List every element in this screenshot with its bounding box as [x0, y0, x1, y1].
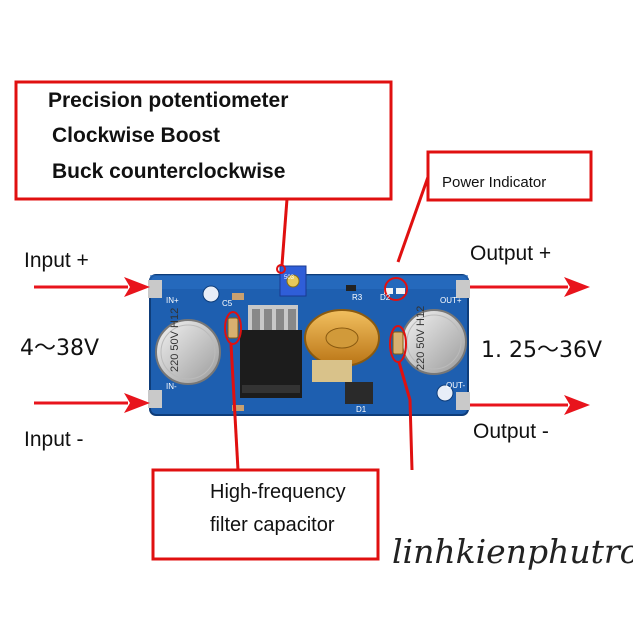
left-capacitor-leader: [229, 343, 240, 471]
board-d1: D1: [356, 405, 367, 414]
output-capacitor: [401, 309, 467, 375]
power-indicator-callout-box: [426, 150, 593, 202]
potentiometer-callout-line-1: Precision potentiometer: [48, 89, 289, 112]
right-capacitor-ring: [389, 325, 407, 363]
left-capacitor-ring: [224, 311, 242, 345]
capacitor-callout-line-2: filter capacitor: [210, 514, 335, 536]
output-minus-arrow: [470, 395, 590, 415]
potentiometer-pointer: [276, 264, 286, 274]
watermark: linhkienphutro: [392, 532, 633, 571]
output-plus-arrow: [470, 277, 590, 297]
potentiometer-leader-line: [280, 198, 289, 266]
left-cap-marking: 220 50V H12: [169, 308, 181, 372]
right-capacitor-leader: [397, 361, 414, 471]
board-out-plus: OUT+: [440, 296, 462, 305]
board-d2: D2: [380, 293, 391, 302]
board-c5: C5: [222, 299, 233, 308]
filter-capacitor-right: [392, 331, 404, 355]
input-minus-label: Input -: [24, 428, 84, 451]
board-in-plus: IN+: [166, 296, 179, 305]
diode-d1: [345, 382, 373, 404]
capacitor-callout-box: [151, 468, 380, 561]
potentiometer-callout-line-3: Buck counterclockwise: [52, 160, 286, 183]
input-range-label: 4～38V: [20, 336, 100, 361]
toroid-inductor: [304, 309, 380, 367]
pot-code: 503: [284, 275, 295, 281]
input-minus-arrow: [34, 393, 150, 413]
input-plus-label: Input +: [24, 249, 89, 272]
capacitor-callout-line-1: High-frequency: [210, 481, 346, 503]
board-out-minus: OUT-: [446, 381, 465, 390]
power-indicator-leader-line: [396, 176, 430, 263]
solder-pads: [312, 360, 352, 382]
output-plus-label: Output +: [470, 242, 552, 265]
right-cap-marking: 220 50V H12: [415, 306, 427, 370]
output-minus-label: Output -: [473, 420, 549, 443]
power-indicator-label: Power Indicator: [442, 174, 547, 191]
input-plus-arrow: [34, 277, 150, 297]
output-range-label: 1. 25～36V: [481, 338, 603, 363]
board-in-minus: IN-: [166, 382, 177, 391]
regulator-chip: [240, 305, 302, 398]
smd-components: [232, 285, 356, 411]
potentiometer-callout-box: [14, 80, 393, 201]
power-led: [384, 288, 405, 294]
board-r3: R3: [352, 293, 363, 302]
input-capacitor: [155, 319, 221, 385]
filter-capacitor-left: [227, 317, 239, 339]
power-led-ring: [384, 277, 408, 301]
potentiometer-callout-line-2: Clockwise Boost: [52, 124, 221, 147]
